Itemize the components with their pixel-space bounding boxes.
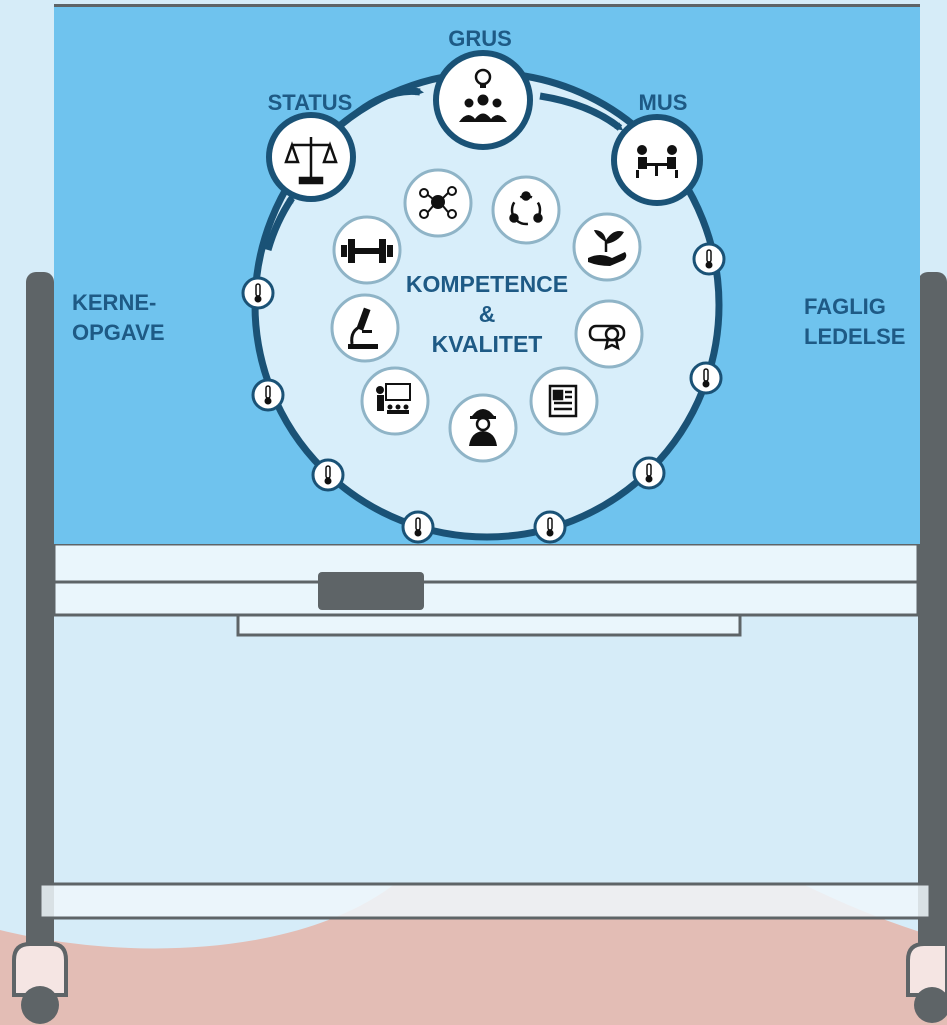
dumbbell-icon [341,239,393,263]
inner-cycle [491,175,561,245]
diploma-icon [588,324,626,351]
panel-top-edge [54,4,920,7]
inner-plant [572,212,642,282]
ring-marker-3 [311,458,345,492]
teaching-icon [376,383,411,414]
right-wheel [906,942,947,1023]
thermometer-icon [324,465,332,485]
label-status: STATUS [268,90,353,115]
arrow-grus-to-mus [539,92,624,131]
ring-marker-4 [401,510,435,544]
board-tray-1 [52,542,920,584]
center-title-line2: & [479,301,496,327]
thermometer-icon [264,385,272,405]
inner-microscope [330,293,400,363]
board-bottom-bar [38,882,932,920]
arrow-status-to-grus [355,87,424,115]
label-kerne-line2: OPGAVE [72,320,165,345]
inner-network [403,168,473,238]
one-on-one-meeting-icon [636,145,678,178]
meeting-idea-icon [459,68,507,122]
label-kerne-line1: KERNE- [72,290,156,315]
newspaper-icon [548,384,578,418]
network-icon [419,186,457,219]
worker-icon [469,409,497,446]
inner-dumbbell [332,215,402,285]
mus-node [611,114,703,206]
ring-marker-8 [692,242,726,276]
thermometer-icon [702,368,710,388]
ring-marker-6 [632,456,666,490]
thermometer-icon [546,517,554,537]
thermometer-icon [254,283,262,303]
inner-teaching [360,366,430,436]
left-wheel [12,942,68,1024]
arrow-ring-to-status [264,194,295,251]
board-right-leg [918,272,947,952]
label-grus: GRUS [448,26,512,51]
thermometer-icon [645,463,653,483]
label-faglig-line1: FAGLIG [804,294,886,319]
board-ledge [236,613,742,637]
status-node [266,112,356,202]
ring-marker-5 [533,510,567,544]
ring-marker-1 [241,276,275,310]
scales-icon [284,137,338,185]
microscope-icon [348,307,378,349]
inner-worker [448,393,518,463]
ring-marker-2 [251,378,285,412]
board-tray-2 [52,580,920,617]
board-left-leg [26,272,54,952]
eraser [318,572,424,610]
plant-hand-icon [588,230,627,266]
thermometer-icon [414,517,422,537]
ring-marker-7 [689,361,723,395]
inner-newspaper [529,366,599,436]
label-mus: MUS [639,90,688,115]
center-title-line3: KVALITET [432,331,543,357]
inner-diploma [574,299,644,369]
thermometer-icon [705,249,713,269]
grus-node [433,50,533,150]
cycle-icon [509,191,543,226]
label-faglig-line2: LEDELSE [804,324,905,349]
center-title-line1: KOMPETENCE [406,271,568,297]
